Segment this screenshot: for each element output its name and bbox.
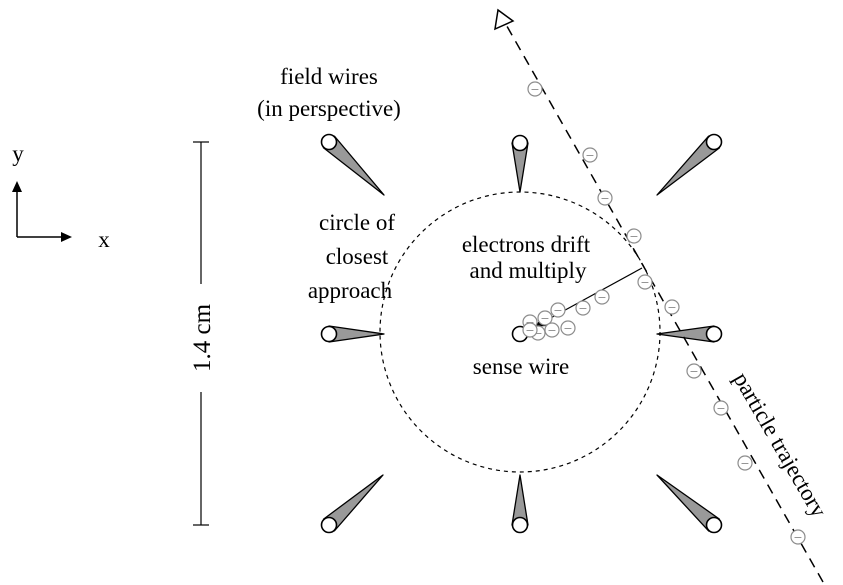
x-axis-arrowhead (61, 232, 72, 242)
electron-symbol: − (525, 324, 534, 337)
electron: − (790, 529, 806, 545)
electron-symbol: − (530, 83, 539, 96)
electron: − (637, 274, 653, 290)
electron-symbol: − (563, 322, 572, 335)
field-wire-top-right (656, 133, 723, 196)
electron-symbol: − (793, 531, 802, 544)
scale-bar: 1.4 cm (189, 141, 216, 526)
electron: − (560, 320, 576, 336)
field-wires-label: field wires (280, 64, 378, 89)
field-wire-bottom (511, 474, 529, 534)
electron: − (686, 363, 702, 379)
electron: − (582, 147, 598, 163)
electron: − (537, 310, 553, 326)
electron-symbol: − (533, 327, 542, 340)
electron-symbol: − (553, 304, 562, 317)
field-wire-top-left (320, 133, 385, 196)
electron: − (550, 302, 566, 318)
electron-symbol: − (540, 312, 549, 325)
electron: − (594, 289, 610, 305)
circle-label-line2: closest (326, 244, 389, 269)
electron: − (575, 300, 591, 316)
electrons-label-line1: electrons drift (462, 232, 591, 257)
particle-trajectory-line (499, 13, 824, 583)
particle-trajectory-arrowhead (494, 8, 515, 31)
electron-symbol: − (716, 402, 725, 415)
electron-symbol: − (740, 457, 749, 470)
electron-symbol: − (585, 149, 594, 162)
electron-symbol: − (547, 324, 556, 337)
circle-label-line1: circle of (319, 210, 395, 235)
electron: − (597, 190, 613, 206)
field-wires-sublabel: (in perspective) (257, 96, 401, 121)
electron: − (522, 322, 538, 338)
circle-label-line3: approach (308, 278, 393, 303)
electron: − (544, 322, 560, 338)
electron-symbol: − (689, 365, 698, 378)
electron-drift-arrow (535, 267, 643, 327)
x-axis-label: x (98, 227, 110, 252)
field-wires (320, 133, 723, 534)
scale-bar-label: 1.4 cm (189, 303, 216, 372)
electron-symbol: − (667, 301, 676, 314)
sense-wire-label: sense wire (473, 354, 569, 379)
electron-symbol: − (640, 276, 649, 289)
field-wire-bottom-left (320, 474, 384, 534)
field-wire-bottom-right (656, 474, 723, 534)
y-axis-arrowhead (12, 181, 22, 192)
field-wire-right (656, 325, 723, 343)
particle-trajectory-label: particle trajectory (729, 368, 832, 522)
electron-symbol: − (578, 302, 587, 315)
field-wire-left (320, 325, 385, 343)
electron: − (713, 400, 729, 416)
electron: − (737, 455, 753, 471)
axes-indicator: y x (12, 141, 110, 252)
electron-symbol: − (600, 192, 609, 205)
electron: − (527, 81, 543, 97)
electron-symbol: − (629, 230, 638, 243)
electron: − (626, 228, 642, 244)
field-wire-top (511, 134, 529, 193)
electron-symbol: − (597, 291, 606, 304)
y-axis-label: y (12, 141, 24, 166)
electrons-label-line2: and multiply (470, 258, 587, 283)
electrons: −−−−−−−−−−−−−−−−−−− (522, 81, 806, 545)
electron: − (664, 299, 680, 315)
